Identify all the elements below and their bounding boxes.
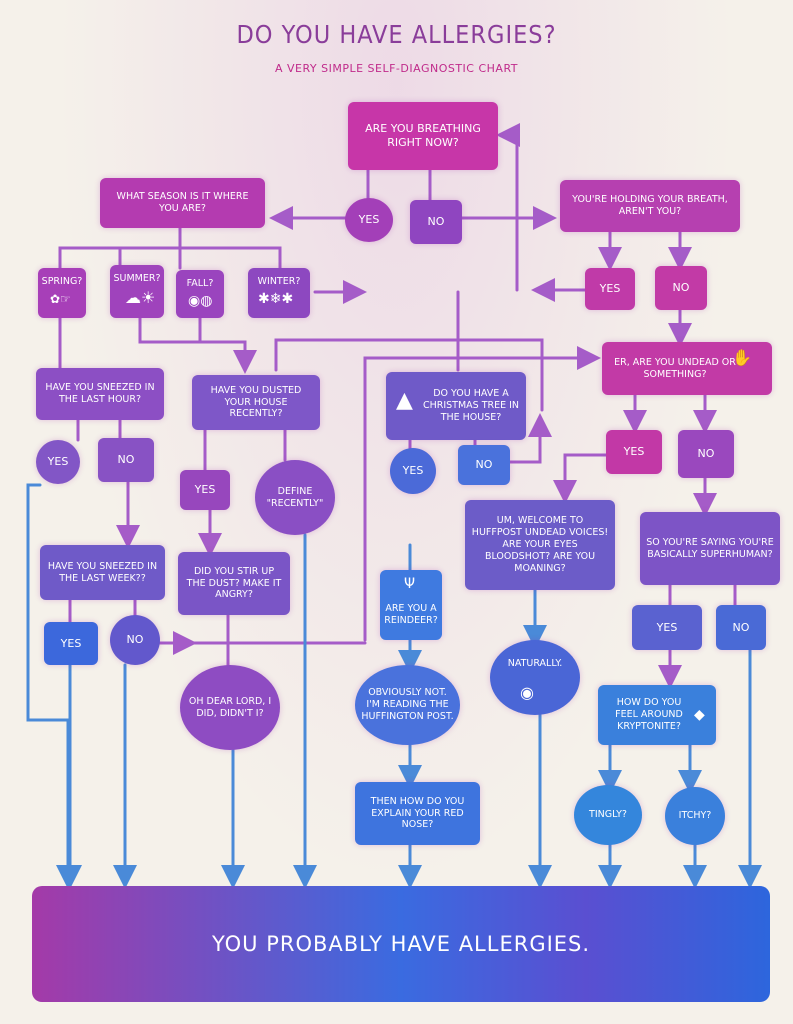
node-reindeer: Are you a reindeer? <box>380 570 442 640</box>
sun-cloud-icon: ☁☀ <box>125 288 156 307</box>
node-holding-yes: Yes <box>585 268 635 310</box>
node-super-yes: Yes <box>632 605 702 650</box>
node-summer: Summer? <box>110 265 164 318</box>
node-undead: Er, are you undead or something? <box>602 342 772 395</box>
node-sneezed-hour-yes: Yes <box>36 440 80 484</box>
node-super-no: No <box>716 605 766 650</box>
node-sneezed-week-no: No <box>110 615 160 665</box>
page-subtitle: A very simple self-diagnostic chart <box>274 62 519 75</box>
eye-icon: ◉ <box>520 683 534 702</box>
crystal-icon: ◆ <box>694 707 705 723</box>
node-dusted-yes: Yes <box>180 470 230 510</box>
node-obviously: Obviously not. I'm reading the Huffingto… <box>355 665 460 745</box>
node-red-nose: Then how do you explain your red nose? <box>355 782 480 845</box>
node-spring: Spring? <box>38 268 86 318</box>
node-sneezed-week-yes: Yes <box>44 622 98 665</box>
node-itchy: Itchy? <box>665 787 725 845</box>
node-huffpost: Um, welcome to HuffPost Undead Voices! A… <box>465 500 615 590</box>
node-naturally: Naturally. <box>490 640 580 715</box>
flower-icon: ✿☞ <box>50 292 71 306</box>
node-season: What season is it where you are? <box>100 178 265 228</box>
apple-pumpkin-icon: ◉◍ <box>188 293 213 309</box>
node-superhuman: So you're saying you're basically superh… <box>640 512 780 585</box>
node-christmas-no: No <box>458 445 510 485</box>
snowflake-icon: ✱❄✱ <box>258 291 294 307</box>
node-fall: Fall? <box>176 270 224 318</box>
zombie-hand-icon: ✋ <box>732 348 752 367</box>
node-undead-no: No <box>678 430 734 478</box>
result-text: You probably have allergies. <box>211 932 591 956</box>
node-sneezed-hour: Have you sneezed in the last hour? <box>36 368 164 420</box>
node-tingly: Tingly? <box>574 785 642 845</box>
result-banner: You probably have allergies. <box>32 886 770 1002</box>
node-breathing: Are you breathing right now? <box>348 102 498 170</box>
antler-icon: Ψ <box>404 576 416 592</box>
node-oh-dear: Oh dear Lord, I did, didn't I? <box>180 665 280 750</box>
node-sneezed-hour-no: No <box>98 438 154 482</box>
node-sneezed-week: Have you sneezed in the last week?? <box>40 545 165 600</box>
node-winter: Winter? <box>248 268 310 318</box>
page-title: Do you have Allergies? <box>236 20 557 49</box>
christmas-tree-icon: ▲ <box>396 388 413 413</box>
node-holding-no: No <box>655 266 707 310</box>
node-breathing-no: No <box>410 200 462 244</box>
node-undead-yes: Yes <box>606 430 662 474</box>
node-dusted: Have you dusted your house recently? <box>192 375 320 430</box>
node-kryptonite: How do you feel around Kryptonite? <box>598 685 716 745</box>
node-stir-dust: Did you stir up the dust? Make it angry? <box>178 552 290 615</box>
node-breathing-yes: Yes <box>345 198 393 242</box>
node-christmas-yes: Yes <box>390 448 436 494</box>
node-define-recently: Define "recently" <box>255 460 335 535</box>
node-christmas-tree: Do you have a Christmas tree in the hous… <box>386 372 526 440</box>
node-holding: You're holding your breath, aren't you? <box>560 180 740 232</box>
